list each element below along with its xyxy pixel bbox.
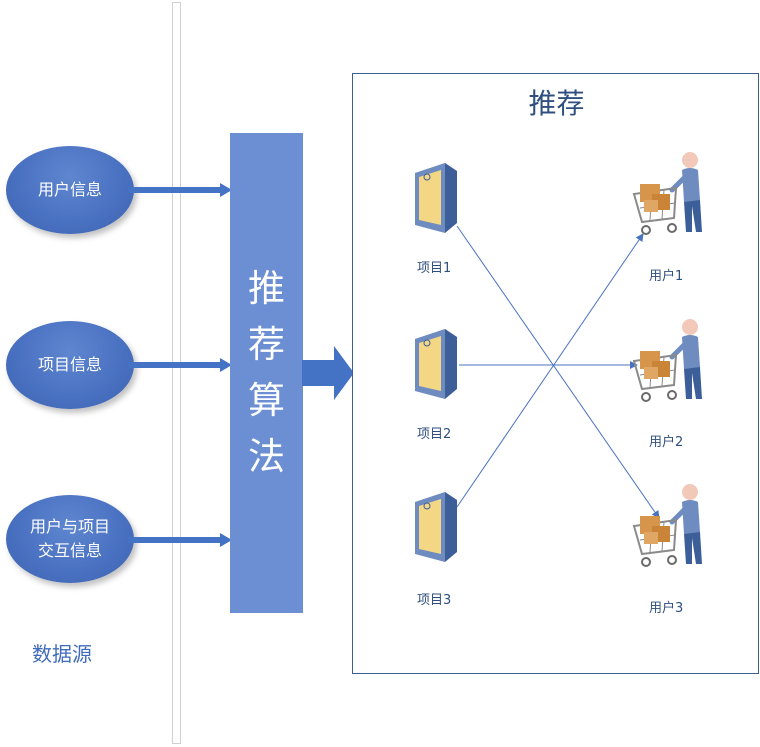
- server-icon: [415, 492, 457, 562]
- algorithm-char-1: 推: [248, 267, 285, 310]
- server-icon: [415, 163, 457, 233]
- interaction-info-label-line2: 交互信息: [37, 541, 102, 560]
- shopper-icon: [632, 319, 702, 402]
- recommendation-algorithm-box: 推 荐 算 法: [230, 133, 303, 613]
- item-info-arrow: [128, 358, 232, 372]
- item-label-3: 项目3: [417, 593, 452, 608]
- recommendation-links: [456, 225, 660, 519]
- user-label-3: 用户3: [649, 601, 684, 616]
- data-source-label: 数据源: [32, 642, 92, 666]
- algorithm-char-4: 法: [248, 435, 285, 478]
- user-info-label: 用户信息: [37, 180, 102, 199]
- user-info-arrow: [128, 183, 232, 197]
- item-info-node: 项目信息: [6, 321, 134, 409]
- user-info-node: 用户信息: [6, 146, 134, 234]
- item-label-2: 项目2: [417, 427, 452, 442]
- algorithm-char-3: 算: [248, 379, 285, 422]
- server-icon: [415, 329, 457, 399]
- shopper-icon: [632, 484, 702, 567]
- algorithm-char-2: 荐: [248, 323, 285, 366]
- user-label-2: 用户2: [649, 435, 684, 450]
- recommendation-title: 推荐: [528, 87, 585, 120]
- interaction-info-arrow: [128, 533, 232, 547]
- user-label-1: 用户1: [649, 269, 684, 284]
- interaction-info-node: 用户与项目 交互信息: [6, 495, 134, 583]
- link-item1-user3: [456, 225, 660, 519]
- item-label-1: 项目1: [417, 261, 452, 276]
- shopper-icon: [632, 152, 702, 235]
- output-arrow: [302, 346, 354, 400]
- vertical-separator: [172, 2, 181, 744]
- interaction-info-label-line1: 用户与项目: [29, 517, 110, 536]
- item-info-label: 项目信息: [37, 355, 102, 374]
- link-item3-user1: [456, 233, 644, 508]
